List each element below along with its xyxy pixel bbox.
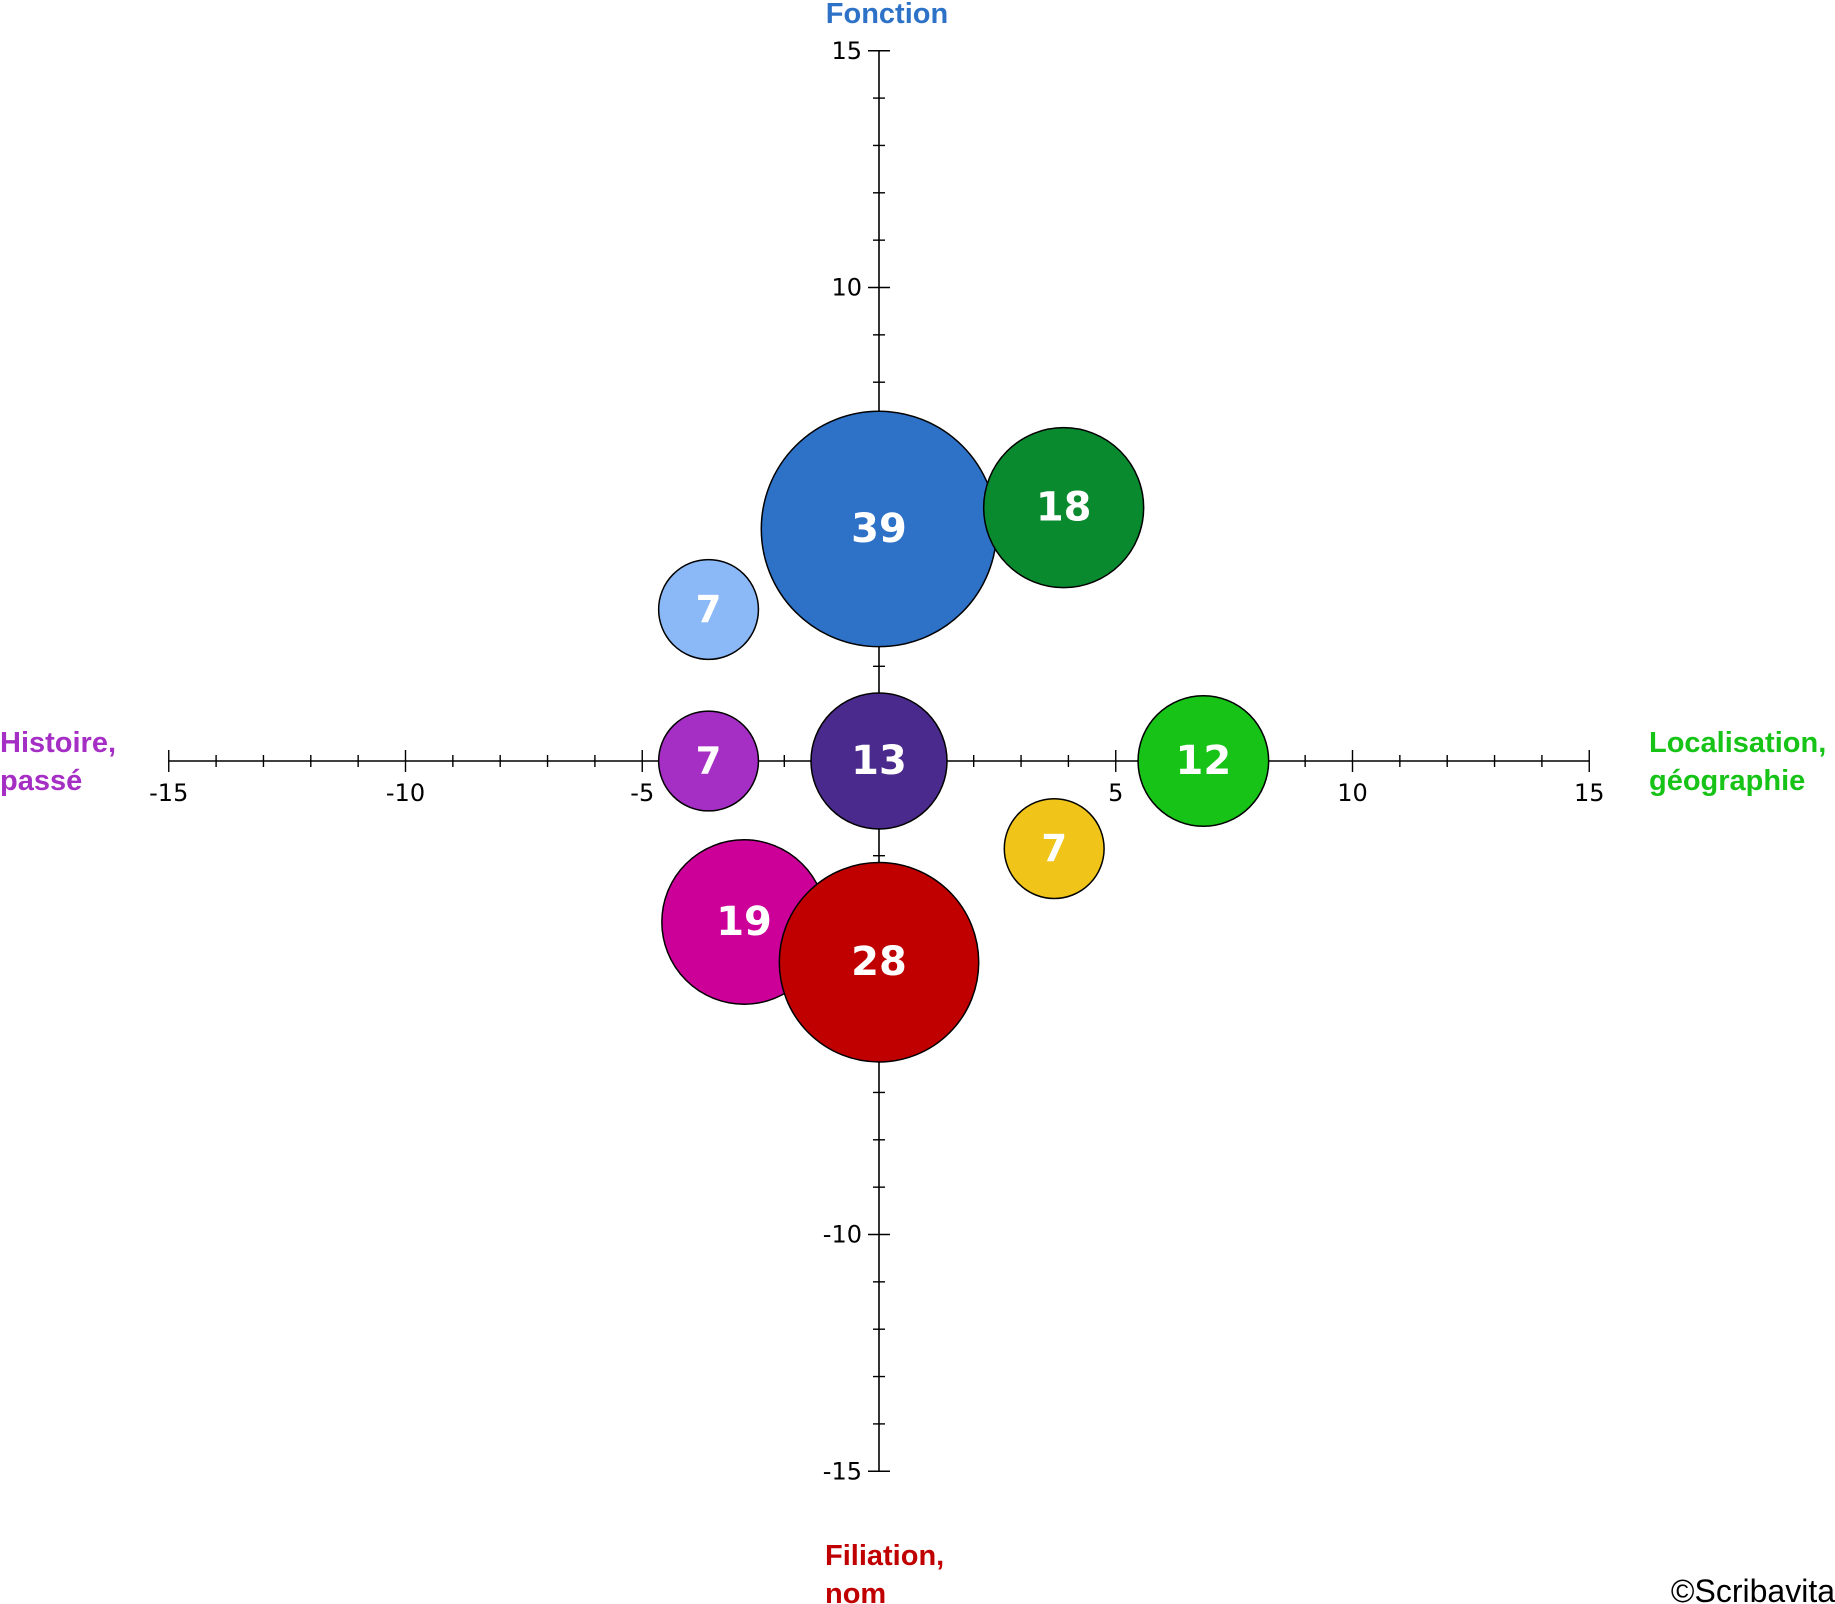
bubble <box>778 861 980 1063</box>
x-tick-label: -5 <box>630 779 654 807</box>
pole-label-bottom: Filiation, <box>825 1540 944 1572</box>
y-tick-label: -10 <box>823 1221 862 1249</box>
bubble-value-label: 39 <box>851 506 907 552</box>
bubble-group: 12 <box>1137 694 1270 828</box>
pole-label-right: géographie <box>1649 765 1805 797</box>
bubble <box>982 426 1145 589</box>
credit-text: ©Scribavita <box>1671 1573 1835 1604</box>
bubble <box>1137 694 1270 828</box>
bubble <box>1003 797 1105 900</box>
bubble <box>657 710 760 812</box>
y-tick-label: -15 <box>823 1457 862 1485</box>
bubble-value-label: 19 <box>716 899 772 945</box>
bubble-group: 7 <box>657 710 760 812</box>
bubble-value-label: 7 <box>1041 827 1067 870</box>
bubble <box>657 558 760 661</box>
bubble-value-label: 7 <box>696 740 722 783</box>
pole-label-top: Fonction <box>826 0 948 30</box>
pole-label-bottom: nom <box>825 1578 886 1604</box>
bubble-value-label: 13 <box>851 738 907 784</box>
x-tick-label: 15 <box>1574 779 1605 807</box>
x-tick-label: 5 <box>1108 779 1123 807</box>
pole-label-left: Histoire, <box>0 727 116 759</box>
bubble-value-label: 18 <box>1036 485 1092 531</box>
bubble-group: 39 <box>760 410 998 648</box>
bubble-group: 7 <box>1003 797 1105 900</box>
bubble-group: 7 <box>657 558 760 661</box>
bubble-group: 13 <box>810 692 948 830</box>
bubble-value-label: 28 <box>851 939 907 985</box>
bubble <box>810 692 948 830</box>
bubble-group: 18 <box>982 426 1145 589</box>
pole-label-left: passé <box>0 765 82 797</box>
pole-label-right: Localisation, <box>1649 727 1826 759</box>
y-tick-label: 10 <box>831 274 862 302</box>
x-tick-label: -10 <box>386 779 425 807</box>
x-tick-label: 10 <box>1337 779 1368 807</box>
y-tick-label: 15 <box>831 37 862 65</box>
bubble-value-label: 7 <box>696 588 722 631</box>
bubbles: 39 18 7 7 13 12 7 19 28 <box>657 410 1270 1063</box>
bubble-group: 28 <box>778 861 980 1063</box>
x-tick-label: -15 <box>149 779 188 807</box>
bubble-value-label: 12 <box>1176 738 1232 784</box>
